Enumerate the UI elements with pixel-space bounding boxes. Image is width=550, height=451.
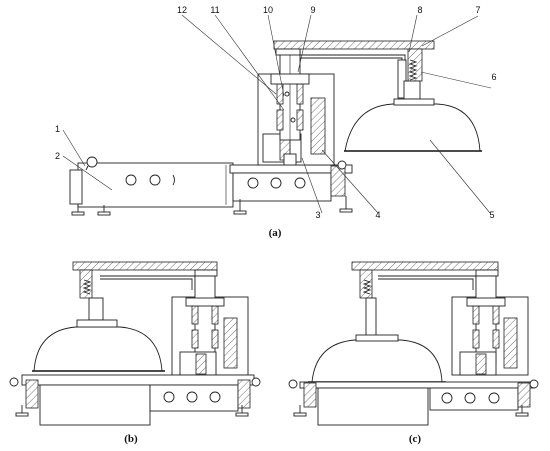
foot bbox=[235, 412, 249, 417]
callout-4: 4 bbox=[375, 210, 380, 220]
roller-hole bbox=[441, 392, 453, 404]
bowl-cover bbox=[344, 103, 481, 152]
foot bbox=[233, 210, 247, 215]
callout-11: 11 bbox=[210, 5, 219, 15]
callout-9: 9 bbox=[310, 5, 315, 15]
knob bbox=[86, 156, 98, 168]
foot bbox=[515, 412, 529, 417]
roller-hole bbox=[125, 174, 137, 186]
knob bbox=[9, 377, 19, 387]
callout-10: 10 bbox=[263, 5, 273, 15]
roller-hole bbox=[488, 392, 500, 404]
roller-hole bbox=[247, 177, 259, 189]
knob bbox=[529, 379, 539, 389]
foot bbox=[71, 211, 85, 216]
roller-hole bbox=[464, 392, 476, 404]
roller-hole bbox=[270, 177, 282, 189]
panel-b-drawing bbox=[9, 261, 261, 426]
callout-2: 2 bbox=[55, 151, 60, 161]
roller-hole bbox=[294, 177, 306, 189]
knob bbox=[288, 379, 298, 389]
foot bbox=[15, 412, 29, 417]
panel-a-drawing bbox=[69, 40, 482, 216]
bowl-cover bbox=[33, 326, 163, 372]
callout-1: 1 bbox=[55, 124, 60, 134]
top-arm bbox=[72, 261, 218, 271]
roller-hole bbox=[209, 391, 221, 403]
callout-3: 3 bbox=[315, 210, 320, 220]
caption-c: (c) bbox=[409, 433, 422, 445]
panel-c-drawing bbox=[288, 261, 539, 426]
callout-5: 5 bbox=[489, 210, 494, 220]
knob bbox=[251, 377, 261, 387]
bowl-cover bbox=[311, 339, 443, 383]
callout-leaders bbox=[62, 14, 492, 214]
caption-b: (b) bbox=[124, 433, 138, 445]
foot bbox=[293, 412, 307, 417]
roller-hole bbox=[149, 174, 161, 186]
callout-6: 6 bbox=[491, 72, 496, 82]
callout-8: 8 bbox=[417, 5, 422, 15]
roller-hole bbox=[163, 391, 175, 403]
foot bbox=[97, 211, 111, 216]
knob bbox=[337, 160, 347, 170]
caption-a: (a) bbox=[269, 227, 282, 239]
top-arm bbox=[351, 261, 499, 271]
foot bbox=[339, 208, 353, 213]
roller-hole bbox=[186, 391, 198, 403]
callout-7: 7 bbox=[475, 5, 480, 15]
callout-12: 12 bbox=[177, 5, 187, 15]
